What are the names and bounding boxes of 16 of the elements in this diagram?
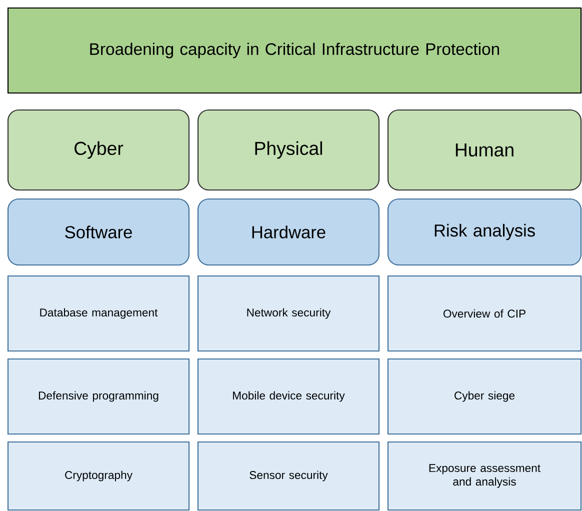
topic-cell: Network security xyxy=(197,275,380,352)
topic-cell: Database management xyxy=(7,275,190,352)
topic-cell: Overview of CIP xyxy=(387,275,582,352)
category-box: Cyber xyxy=(7,109,190,191)
subcategory-box: Software xyxy=(7,198,190,266)
topic-cell: Exposure assessment and analysis xyxy=(387,441,582,511)
category-box: Human xyxy=(387,109,582,191)
topic-cell: Cryptography xyxy=(7,441,190,511)
subcategory-box: Hardware xyxy=(197,198,380,266)
banner-box: Broadening capacity in Critical Infrastructure Protection xyxy=(7,7,582,94)
topic-cell: Mobile device security xyxy=(197,358,380,435)
topic-cell: Defensive programming xyxy=(7,358,190,435)
topic-cell: Cyber siege xyxy=(387,358,582,435)
topic-cell: Sensor security xyxy=(197,441,380,511)
subcategory-box: Risk analysis xyxy=(387,198,582,266)
category-box: Physical xyxy=(197,109,380,191)
